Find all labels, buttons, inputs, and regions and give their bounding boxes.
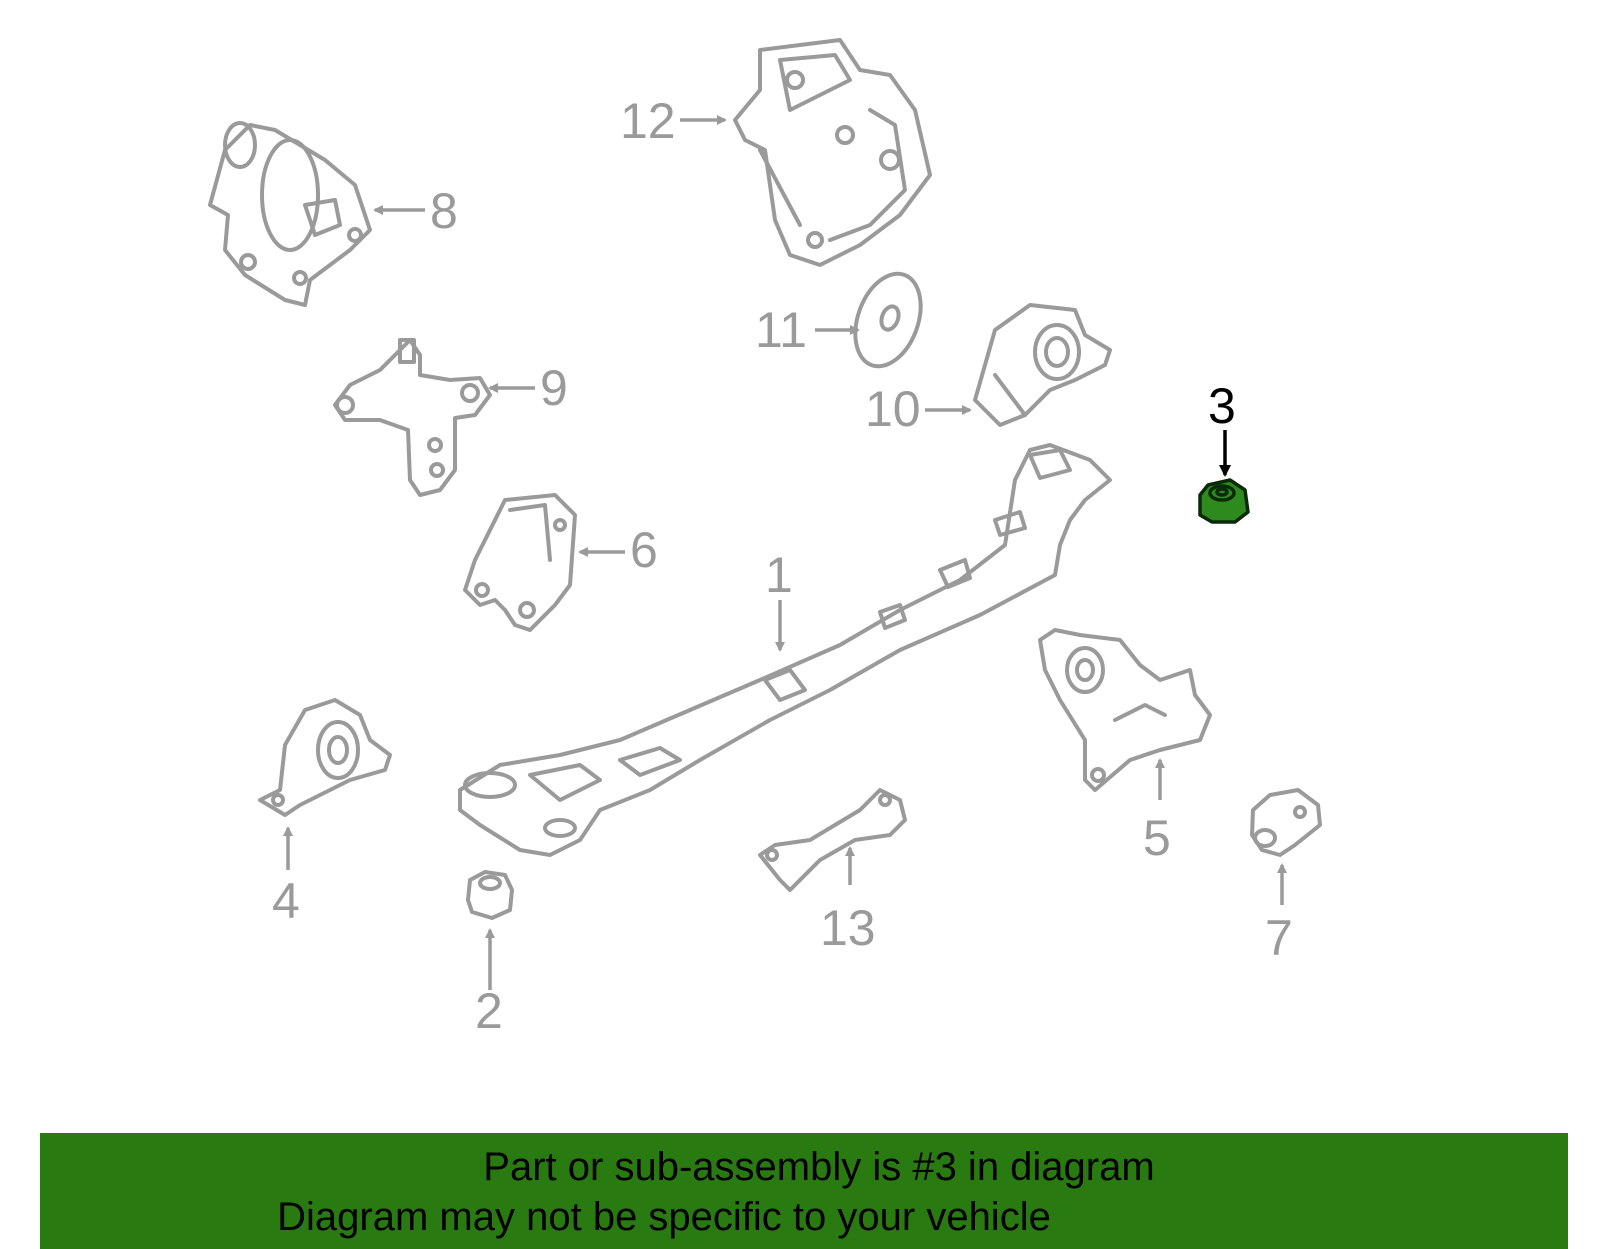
callout-10: 10	[865, 381, 921, 437]
callout-2: 2	[475, 983, 503, 1039]
part-11-washer[interactable]	[843, 265, 932, 376]
callout-13: 13	[820, 900, 876, 956]
banner-line-part-number: Part or sub-assembly is #3 in diagram	[483, 1145, 1155, 1189]
part-7-mount[interactable]	[1250, 788, 1322, 857]
callout-5: 5	[1143, 810, 1171, 866]
part-5-mount[interactable]	[1038, 628, 1212, 792]
part-8-mount[interactable]	[208, 121, 372, 307]
callout-7: 7	[1265, 910, 1293, 966]
part-1-crossmember[interactable]	[458, 443, 1112, 857]
callout-8: 8	[430, 183, 458, 239]
part-3-bushing-highlighted[interactable]	[1198, 478, 1250, 524]
callout-labels: 1 2 3 4 5 6 7 8 9 10 11 12 13	[272, 93, 1293, 1039]
callout-arrows	[283, 115, 1287, 990]
part-13-stay[interactable]	[758, 788, 907, 892]
callout-12: 12	[620, 93, 676, 149]
callout-1: 1	[765, 547, 793, 603]
part-12-bracket[interactable]	[733, 38, 932, 267]
banner-line-disclaimer: Diagram may not be specific to your vehi…	[277, 1195, 1051, 1239]
part-9-bracket[interactable]	[333, 338, 492, 497]
part-6-bracket[interactable]	[463, 493, 577, 632]
info-banner: Part or sub-assembly is #3 in diagram Di…	[40, 1133, 1568, 1249]
part-4-mount[interactable]	[258, 698, 392, 817]
callout-6: 6	[630, 522, 658, 578]
part-10-mount[interactable]	[973, 303, 1112, 427]
part-2-bushing[interactable]	[466, 870, 514, 920]
callout-4: 4	[272, 873, 300, 929]
callout-3: 3	[1208, 378, 1236, 434]
callout-9: 9	[540, 360, 568, 416]
callout-11: 11	[755, 302, 807, 358]
